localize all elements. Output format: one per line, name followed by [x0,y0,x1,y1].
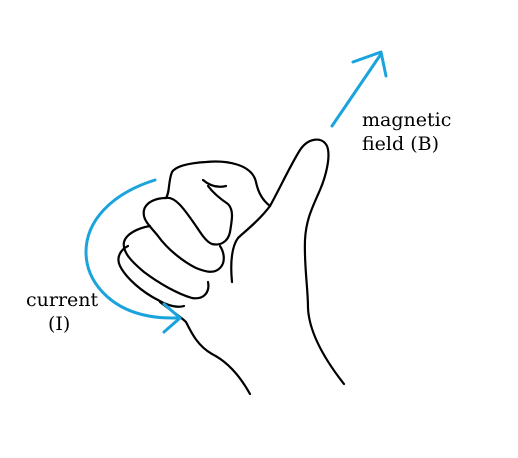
magnetic-field-label-line1: magnetic [362,109,452,131]
current-arrow-head [162,302,182,334]
fist-top-outline [164,160,272,208]
thumb-outline [268,138,346,386]
straight-arrow-up-right-icon [330,50,388,128]
magnetic-field-label: magnetic field (B) [362,108,451,156]
little-finger-outline [117,244,186,308]
curved-arrow-around-fingers-icon [84,178,182,334]
index-finger-outline [164,178,234,246]
ring-finger-outline [122,224,210,300]
current-arrow-curve [84,178,180,320]
current-label-line1: current [26,289,99,311]
field-arrow-head [351,50,388,78]
current-label-line2: (I) [48,313,71,335]
middle-finger-outline [142,196,225,273]
palm-edge-outline [230,204,272,284]
field-arrow-shaft [330,52,383,128]
hand-bottom-outline [158,300,252,396]
current-label: current (I) [26,288,98,336]
hand-icon [117,138,346,396]
magnetic-field-label-line2: field (B) [362,133,439,155]
